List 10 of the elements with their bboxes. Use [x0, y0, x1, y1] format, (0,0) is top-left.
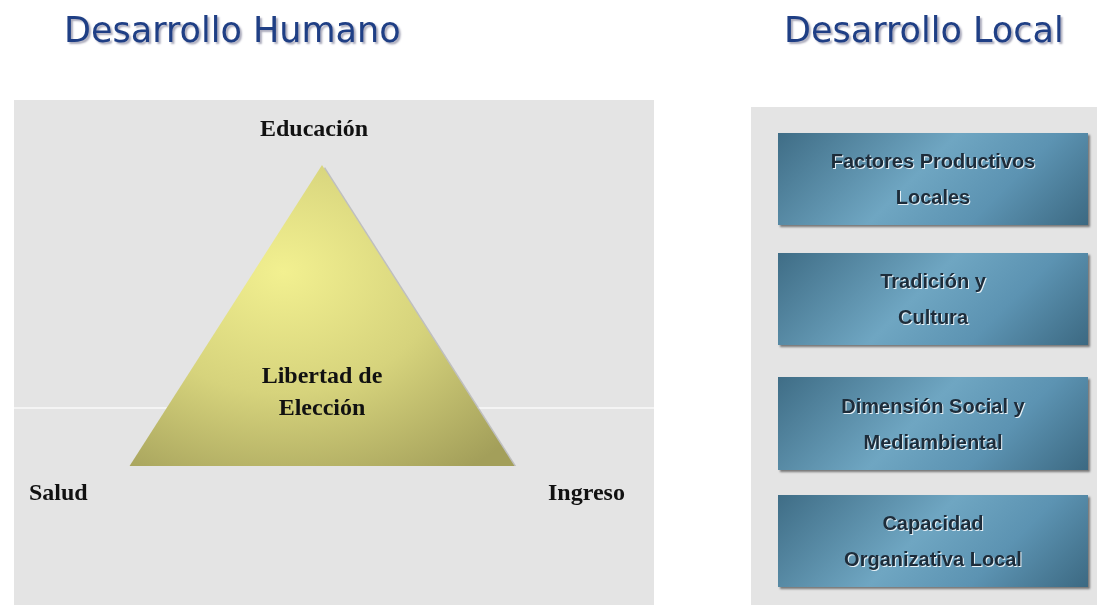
vertex-label: Educación	[260, 115, 369, 142]
triangle-label: Libertad de Elección	[260, 361, 384, 422]
factor-box: Capacidad Organizativa Local	[778, 495, 1088, 587]
section-heading: Desarrollo Humano	[64, 10, 401, 50]
vertex-label: Salud	[29, 479, 88, 506]
section-heading: Desarrollo Local	[784, 10, 1064, 50]
factor-box: Dimensión Social y Mediambiental	[778, 377, 1088, 470]
factor-box: Factores Productivos Locales	[778, 133, 1088, 225]
vertex-label: Ingreso	[548, 479, 625, 506]
factor-box: Tradición y Cultura	[778, 253, 1088, 345]
